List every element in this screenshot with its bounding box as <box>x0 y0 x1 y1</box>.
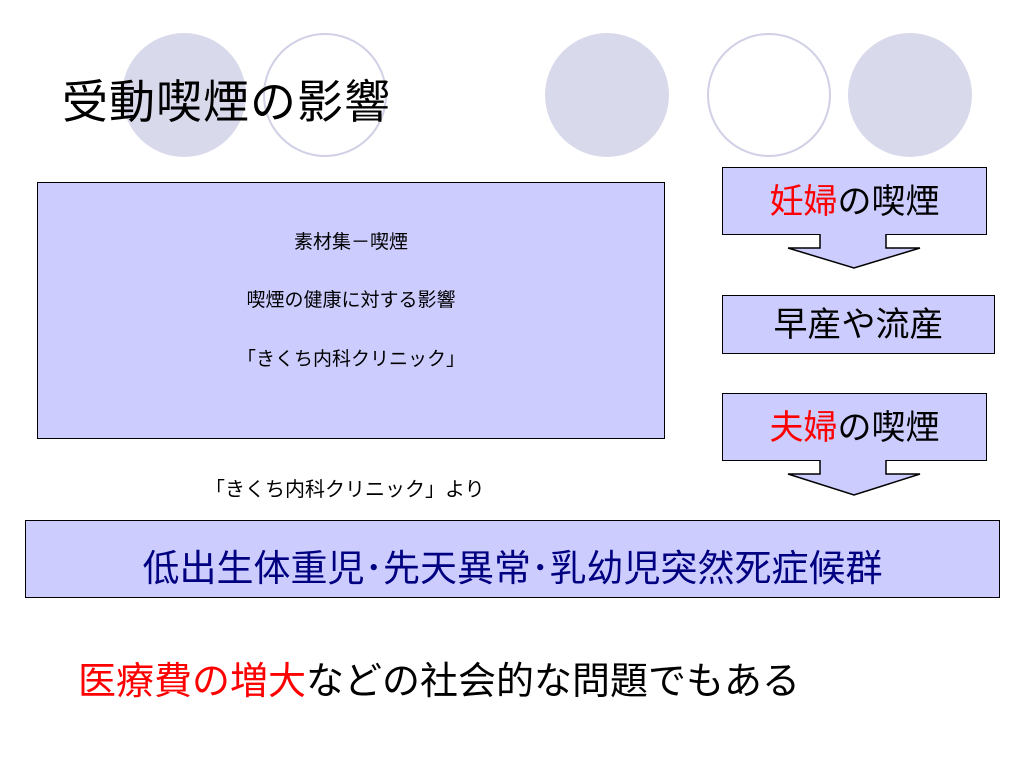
decor-circle-1 <box>122 33 246 157</box>
premature-birth-text: 早産や流産 <box>773 305 944 345</box>
source-caption: 「きくち内科クリニック」より <box>205 477 485 501</box>
decor-circle-3 <box>545 33 669 157</box>
slide-title: 受動喫煙の影響 <box>62 75 391 129</box>
down-arrow-2-icon <box>787 460 921 496</box>
decor-circle-2 <box>263 33 387 157</box>
material-placeholder-box: 素材集－喫煙 喫煙の健康に対する影響 「きくち内科クリニック」 <box>37 182 665 439</box>
pregnant-smoking-box: 妊婦の喫煙 <box>722 167 987 235</box>
pregnant-rest: の喫煙 <box>837 182 940 222</box>
couple-highlight: 夫婦 <box>769 408 838 448</box>
health-effects-text: 低出生体重児･先天異常･乳幼児突然死症候群 <box>142 547 883 590</box>
couple-rest: の喫煙 <box>837 408 940 448</box>
material-line-2: 喫煙の健康に対する影響 <box>246 289 456 311</box>
couple-smoking-box: 夫婦の喫煙 <box>722 393 987 461</box>
pregnant-highlight: 妊婦 <box>769 182 838 222</box>
decor-circle-4 <box>707 33 831 157</box>
conclusion-text: 医療費の増大などの社会的な問題でもある <box>78 650 800 705</box>
health-effects-box: 低出生体重児･先天異常･乳幼児突然死症候群 <box>25 520 1000 598</box>
premature-birth-box: 早産や流産 <box>722 295 995 354</box>
material-line-1: 素材集－喫煙 <box>293 231 408 253</box>
material-line-3: 「きくち内科クリニック」 <box>236 348 465 370</box>
conclusion-highlight: 医療費の増大 <box>78 659 307 703</box>
down-arrow-1-icon <box>787 234 921 269</box>
conclusion-rest: などの社会的な問題でもある <box>306 659 801 703</box>
decor-circle-5 <box>848 33 972 157</box>
